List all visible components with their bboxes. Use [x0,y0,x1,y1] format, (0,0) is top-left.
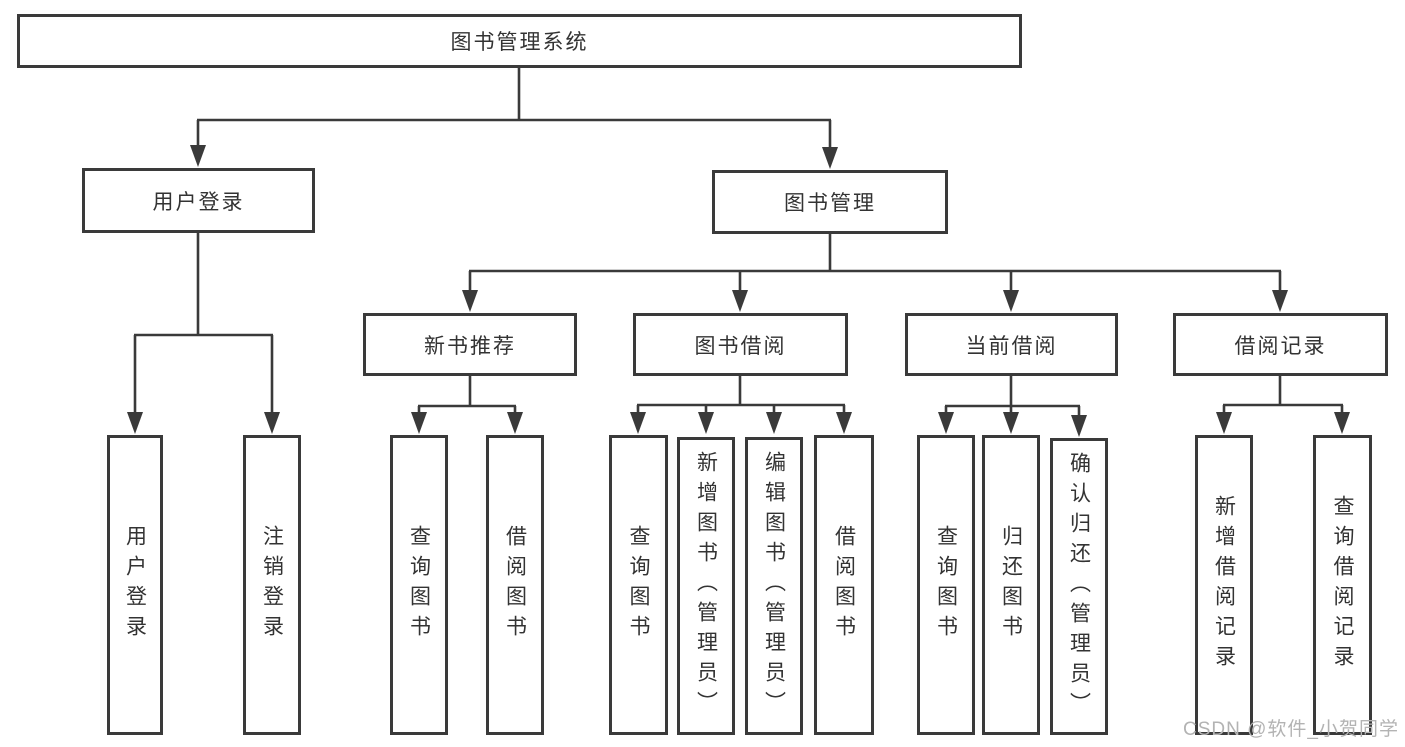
watermark: CSDN @软件_小贺同学 [1183,719,1399,740]
node-book-management-label: 图书管理 [784,192,876,215]
node-br-add-record-label: 新增借阅记录 [1212,495,1236,675]
node-user-login-group-label: 用户登录 [152,190,245,214]
node-cb-return-books-label: 归还图书 [999,525,1023,645]
node-nb-borrow-books-label: 借阅图书 [503,525,527,645]
node-bb-query-books-label: 查询图书 [627,525,650,645]
node-root: 图书管理系统 [17,14,1022,68]
node-bb-borrow-books: 借阅图书 [814,435,874,735]
node-user-login-label: 用户登录 [123,525,147,645]
node-user-login: 用户登录 [107,435,163,735]
node-book-borrowing-label: 图书借阅 [694,334,787,358]
node-bb-add-books-label: 新增图书（管理员） [694,451,718,721]
node-borrowing-records: 借阅记录 [1173,313,1388,376]
node-bb-query-books: 查询图书 [609,435,668,735]
arrowheads [127,145,1350,437]
node-cb-confirm-return: 确认归还（管理员） [1050,438,1108,735]
node-cb-return-books: 归还图书 [982,435,1040,735]
node-br-add-record: 新增借阅记录 [1195,435,1253,735]
node-nb-query-books-label: 查询图书 [407,525,431,645]
node-br-query-record-label: 查询借阅记录 [1331,495,1354,675]
node-book-management: 图书管理 [712,170,948,234]
node-bb-add-books: 新增图书（管理员） [677,437,735,735]
node-nb-query-books: 查询图书 [390,435,448,735]
node-new-book-recommend-label: 新书推荐 [424,334,516,358]
node-logout-login-label: 注销登录 [260,525,284,645]
node-bb-edit-books: 编辑图书（管理员） [745,437,803,735]
node-cb-query-books: 查询图书 [917,435,975,735]
node-bb-edit-books-label: 编辑图书（管理员） [762,451,786,721]
node-book-borrowing: 图书借阅 [633,313,848,376]
node-nb-borrow-books: 借阅图书 [486,435,544,735]
node-borrowing-records-label: 借阅记录 [1234,334,1327,358]
node-user-login-group: 用户登录 [82,168,315,233]
node-root-label: 图书管理系统 [450,31,589,54]
node-logout-login: 注销登录 [243,435,301,735]
node-current-borrowing-label: 当前借阅 [965,334,1058,358]
node-cb-query-books-label: 查询图书 [934,525,958,645]
node-cb-confirm-return-label: 确认归还（管理员） [1067,451,1091,722]
node-new-book-recommend: 新书推荐 [363,313,577,376]
node-current-borrowing: 当前借阅 [905,313,1118,376]
node-br-query-record: 查询借阅记录 [1313,435,1372,735]
node-bb-borrow-books-label: 借阅图书 [832,525,856,645]
